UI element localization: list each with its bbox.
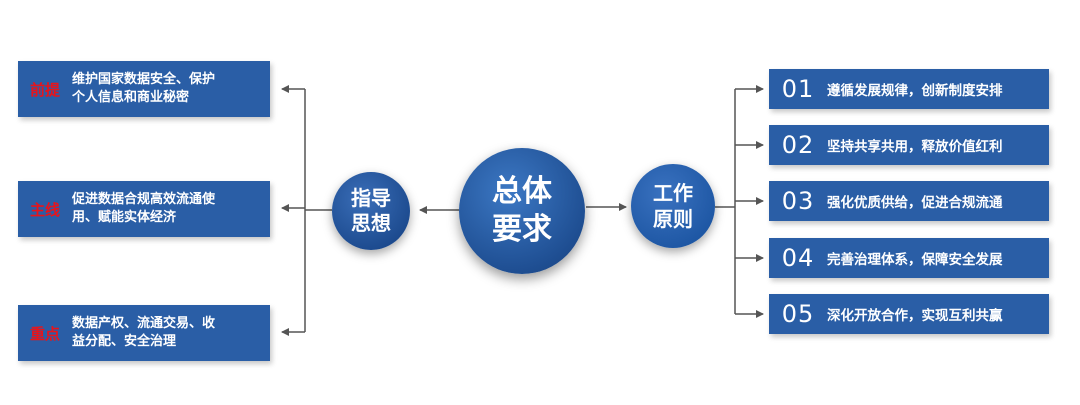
guiding-item-tag: 主线 [29, 200, 60, 219]
guiding-thought-node: 指导 思想 [332, 172, 410, 250]
principle-item-02: 02 坚持共享共用，释放价值红利 [769, 125, 1049, 165]
left-bracket [281, 85, 332, 336]
guiding-item-desc: 促进数据合规高效流通使 用、赋能实体经济 [72, 192, 216, 225]
principle-text: 遵循发展规律，创新制度安排 [827, 83, 1003, 99]
principle-number: 01 [781, 75, 815, 103]
guiding-item-premise: 前提 维护国家数据安全、保护 个人信息和商业秘密 [18, 61, 270, 117]
overall-requirement-node: 总体 要求 [459, 148, 585, 274]
principle-number: 03 [781, 187, 815, 215]
guiding-item-tag: 前提 [29, 80, 60, 99]
work-principle-node: 工作 原则 [631, 164, 715, 248]
guiding-item-mainline: 主线 促进数据合规高效流通使 用、赋能实体经济 [18, 181, 270, 237]
right-bracket [715, 85, 764, 318]
guiding-item-tag: 重点 [29, 324, 60, 343]
principle-item-01: 01 遵循发展规律，创新制度安排 [769, 69, 1049, 109]
principle-item-04: 04 完善治理体系，保障安全发展 [769, 238, 1049, 278]
principle-number: 02 [781, 131, 815, 159]
principle-text: 完善治理体系，保障安全发展 [827, 252, 1003, 268]
principle-number: 04 [781, 244, 815, 272]
principle-item-03: 03 强化优质供给，促进合规流通 [769, 181, 1049, 221]
guiding-item-desc: 数据产权、流通交易、收 益分配、安全治理 [72, 316, 216, 349]
principle-text: 坚持共享共用，释放价值红利 [827, 139, 1003, 155]
principle-item-05: 05 深化开放合作，实现互利共赢 [769, 294, 1049, 334]
guiding-item-focus: 重点 数据产权、流通交易、收 益分配、安全治理 [18, 305, 270, 361]
guiding-item-desc: 维护国家数据安全、保护 个人信息和商业秘密 [72, 72, 216, 105]
principle-text: 深化开放合作，实现互利共赢 [827, 308, 1003, 324]
principle-number: 05 [781, 300, 815, 328]
principle-text: 强化优质供给，促进合规流通 [827, 195, 1003, 211]
